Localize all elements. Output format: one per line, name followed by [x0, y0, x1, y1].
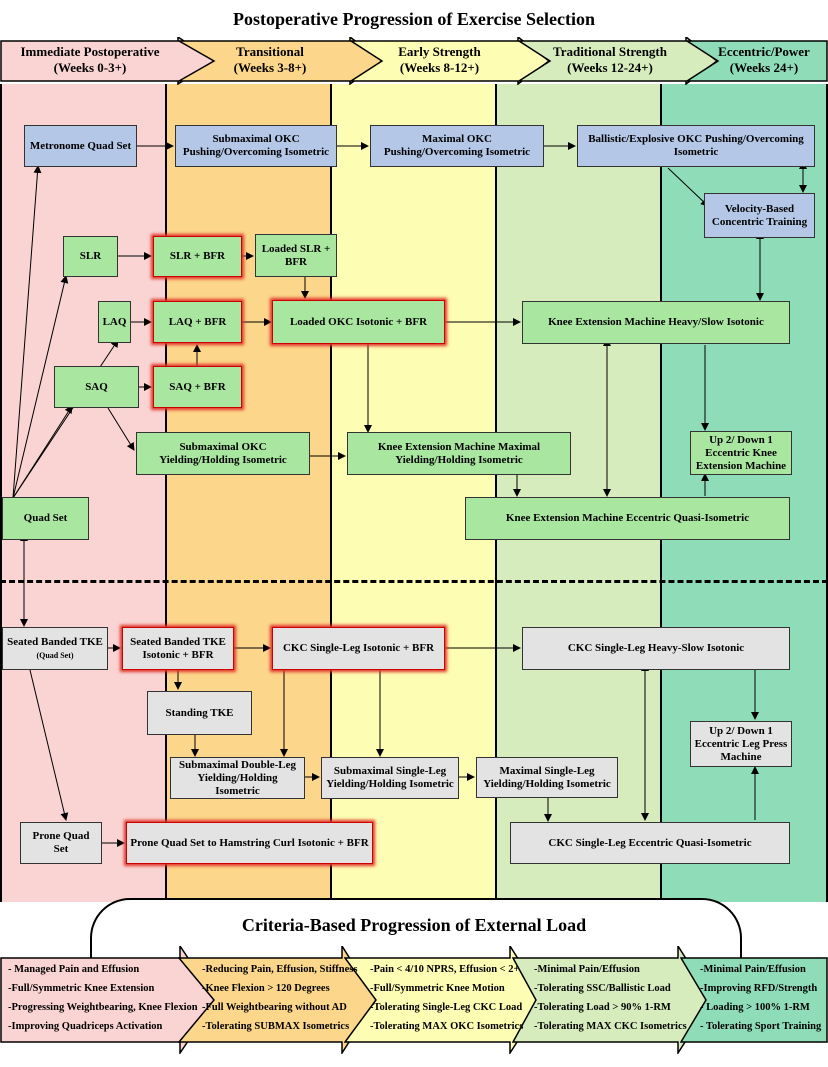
column-divider [660, 84, 662, 902]
node-submax-okc-push: Submaximal OKC Pushing/Overcoming Isomet… [175, 125, 337, 167]
column-divider [826, 84, 828, 902]
criteria-item: - Loading > 100% 1-RM [700, 1002, 810, 1013]
criteria-item: -Full Weightbearing without AD [202, 1002, 347, 1013]
criteria-item: -Tolerating Load > 90% 1-RM [534, 1002, 671, 1013]
node-velocity-based: Velocity-Based Concentric Training [704, 193, 815, 238]
node-seated-banded-tke-label: Seated Banded TKE [7, 635, 103, 648]
phase-label-early: Early Strength(Weeks 8-12+) [398, 44, 481, 75]
node-knee-ext-eccentric-quasi: Knee Extension Machine Eccentric Quasi-I… [465, 497, 790, 540]
node-submax-single-leg-yield: Submaximal Single-Leg Yielding/Holding I… [321, 757, 459, 799]
node-quad-set: Quad Set [2, 497, 89, 540]
criteria-list-transitional: -Reducing Pain, Effusion, Stiffness -Kne… [202, 960, 357, 1036]
node-knee-ext-heavy-slow: Knee Extension Machine Heavy/Slow Isoton… [522, 301, 790, 344]
phase-label-immediate: Immediate Postoperative(Weeks 0-3+) [20, 44, 160, 75]
node-loaded-slr-bfr: Loaded SLR + BFR [255, 234, 337, 277]
node-slr: SLR [63, 236, 118, 277]
node-ballistic-okc: Ballistic/Explosive OKC Pushing/Overcomi… [577, 125, 815, 167]
node-saq: SAQ [54, 366, 139, 408]
phase-arrow-traditional [518, 37, 718, 85]
diagram-title: Postoperative Progression of Exercise Se… [233, 9, 595, 29]
node-seated-banded-tke: Seated Banded TKE (Quad Set) [2, 627, 108, 670]
criteria-item: -Minimal Pain/Effusion [700, 964, 806, 975]
phase-label-eccentric: Eccentric/Power(Weeks 24+) [718, 44, 810, 75]
criteria-item: -Minimal Pain/Effusion [534, 964, 640, 975]
section-divider-dashed [0, 580, 828, 583]
node-standing-tke: Standing TKE [147, 691, 252, 735]
criteria-arrow-transitional [178, 946, 377, 1054]
criteria-list-traditional: -Minimal Pain/Effusion -Tolerating SSC/B… [534, 960, 687, 1036]
node-loaded-okc-isotonic-bfr: Loaded OKC Isotonic + BFR [272, 300, 445, 344]
node-ckc-single-leg-eccentric-quasi: CKC Single-Leg Eccentric Quasi-Isometric [510, 822, 790, 864]
node-laq-bfr: LAQ + BFR [153, 301, 242, 343]
criteria-item: -Tolerating SUBMAX Isometrics [202, 1021, 350, 1032]
criteria-item: -Tolerating MAX CKC Isometrics [534, 1021, 687, 1032]
criteria-item: -Full/Symmetric Knee Motion [370, 983, 505, 994]
criteria-item: -Full/Symmetric Knee Extension [8, 983, 155, 994]
node-up2-down1-leg-press: Up 2/ Down 1 Eccentric Leg Press Machine [690, 721, 792, 767]
criteria-item: - Managed Pain and Effusion [8, 964, 140, 975]
column-divider [0, 84, 2, 902]
node-ckc-single-leg-heavy-slow: CKC Single-Leg Heavy-Slow Isotonic [522, 627, 790, 670]
criteria-item: -Knee Flexion > 120 Degrees [202, 983, 330, 994]
column-divider [330, 84, 332, 902]
criteria-item: -Progressing Weightbearing, Knee Flexion [8, 1002, 198, 1013]
node-submax-double-leg-yield: Submaximal Double-Leg Yielding/Holding I… [170, 757, 305, 799]
criteria-arrow-early [344, 946, 545, 1054]
column-bg-immediate [0, 84, 166, 902]
node-ckc-single-leg-isotonic-bfr: CKC Single-Leg Isotonic + BFR [272, 627, 445, 670]
phase-label-traditional: Traditional Strength(Weeks 12-24+) [552, 44, 667, 75]
node-max-single-leg-yield: Maximal Single-Leg Yielding/Holding Isom… [476, 757, 618, 798]
node-seated-banded-tke-isotonic-bfr: Seated Banded TKE Isotonic + BFR [122, 627, 234, 670]
node-saq-bfr: SAQ + BFR [153, 366, 242, 408]
node-seated-banded-tke-note: (Quad Set) [36, 650, 74, 660]
criteria-item: -Tolerating MAX OKC Isometrics [370, 1021, 524, 1032]
criteria-item: -Tolerating SSC/Ballistic Load [534, 983, 671, 994]
criteria-item: -Reducing Pain, Effusion, Stiffness [202, 964, 358, 975]
criteria-item: -Pain < 4/10 NPRS, Effusion < 2+ [370, 964, 520, 975]
node-up2-down1-knee-ext: Up 2/ Down 1 Eccentric Knee Extension Ma… [690, 431, 792, 475]
column-divider [495, 84, 497, 902]
node-submax-okc-yield: Submaximal OKC Yielding/Holding Isometri… [136, 432, 310, 475]
phase-label-transitional: Transitional(Weeks 3-8+) [233, 44, 307, 75]
column-divider [165, 84, 167, 902]
node-knee-ext-max-yield: Knee Extension Machine Maximal Yielding/… [347, 432, 571, 475]
criteria-title: Criteria-Based Progression of External L… [241, 915, 587, 935]
criteria-arrow-eccentric [680, 957, 828, 1043]
node-laq: LAQ [98, 301, 131, 343]
criteria-item: - Tolerating Sport Training [700, 1021, 822, 1032]
node-prone-quad-set: Prone Quad Set [20, 822, 102, 864]
phase-arrow-early [350, 37, 550, 85]
criteria-list-eccentric: -Minimal Pain/Effusion -Improving RFD/St… [700, 960, 821, 1036]
criteria-list-early: -Pain < 4/10 NPRS, Effusion < 2+ -Full/S… [370, 960, 523, 1036]
criteria-arrow-traditional [512, 946, 713, 1054]
node-metronome-quad-set: Metronome Quad Set [24, 125, 137, 167]
node-max-okc-push: Maximal OKC Pushing/Overcoming Isometric [370, 125, 544, 167]
node-slr-bfr: SLR + BFR [153, 236, 242, 277]
criteria-item: -Tolerating Single-Leg CKC Load [370, 1002, 523, 1013]
node-prone-quad-set-hamstring-bfr: Prone Quad Set to Hamstring Curl Isotoni… [126, 822, 373, 864]
criteria-list-immediate: - Managed Pain and Effusion -Full/Symmet… [8, 960, 198, 1036]
criteria-item: -Improving RFD/Strength [700, 983, 818, 994]
criteria-item: -Improving Quadriceps Activation [8, 1021, 163, 1032]
phase-arrow-eccentric [686, 40, 828, 82]
criteria-banner [90, 898, 742, 960]
